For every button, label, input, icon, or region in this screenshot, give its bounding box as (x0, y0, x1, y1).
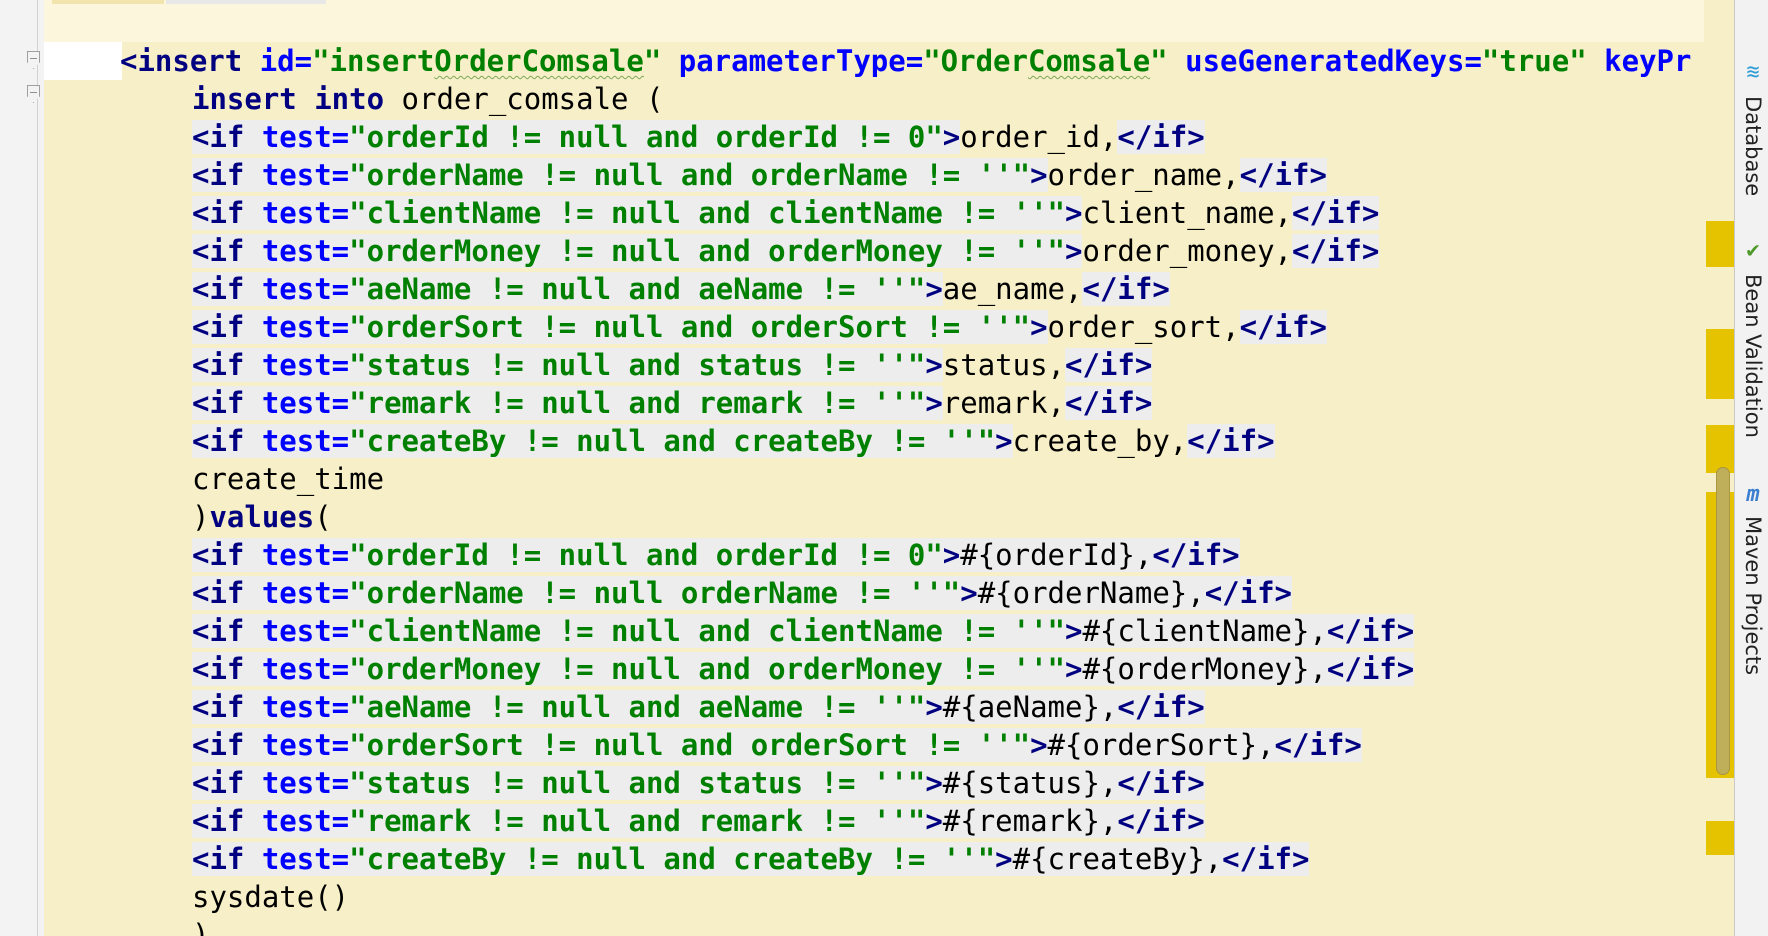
editor-gutter (0, 0, 44, 936)
current-line-highlight (44, 42, 122, 80)
tool-tab-maven-projects[interactable]: m Maven Projects (1735, 482, 1768, 682)
code-line[interactable]: insert into order_comsale ( (192, 82, 664, 116)
code-line[interactable]: <if test="createBy != null and createBy … (192, 424, 1275, 458)
code-lines[interactable]: <insert id="insertOrderComsale" paramete… (120, 42, 1691, 936)
warning-marker[interactable] (1706, 821, 1734, 855)
tool-tab-bean-validation[interactable]: ✔ Bean Validation (1735, 236, 1768, 446)
code-line[interactable]: <if test="orderId != null and orderId !=… (192, 120, 1205, 154)
code-line[interactable]: <if test="clientName != null and clientN… (192, 196, 1380, 230)
code-line[interactable]: <if test="clientName != null and clientN… (192, 614, 1415, 648)
editor-top-strip (44, 0, 1734, 42)
bean-validation-icon: ✔ (1746, 238, 1760, 263)
top-strip-mark (52, 0, 164, 4)
warning-marker[interactable] (1706, 329, 1734, 399)
database-icon: ≋ (1746, 60, 1760, 85)
tool-tab-database[interactable]: ≋ Database (1735, 58, 1768, 208)
code-line[interactable]: <if test="orderId != null and orderId !=… (192, 538, 1240, 572)
top-strip-mark-2 (166, 0, 326, 4)
maven-icon: m (1746, 482, 1760, 507)
warning-marker[interactable] (1706, 425, 1734, 473)
tool-tab-label: Database (1741, 96, 1765, 197)
code-line[interactable]: ) (192, 918, 210, 936)
code-line[interactable]: sysdate() (192, 880, 350, 914)
code-line[interactable]: <if test="status != null and status != '… (192, 766, 1205, 800)
tool-tab-label: Maven Projects (1741, 516, 1765, 676)
gutter-divider (37, 0, 38, 936)
code-line[interactable]: <insert id="insertOrderComsale" paramete… (120, 44, 1692, 78)
scrollbar-thumb[interactable] (1716, 467, 1730, 775)
code-line[interactable]: <if test="remark != null and remark != '… (192, 804, 1205, 838)
code-line[interactable]: <if test="remark != null and remark != '… (192, 386, 1153, 420)
code-line[interactable]: <if test="aeName != null and aeName != '… (192, 272, 1170, 306)
code-line[interactable]: create_time (192, 462, 385, 496)
tool-window-bar: ≋ Database ✔ Bean Validation m Maven Pro… (1734, 0, 1768, 936)
warning-marker[interactable] (1706, 221, 1734, 267)
code-editor[interactable]: <insert id="insertOrderComsale" paramete… (44, 0, 1734, 936)
code-line[interactable]: <if test="orderMoney != null and orderMo… (192, 234, 1380, 268)
fold-marker-icon[interactable] (27, 51, 40, 69)
code-line[interactable]: <if test="orderName != null and orderNam… (192, 158, 1327, 192)
code-line[interactable]: <if test="orderName != null orderName !=… (192, 576, 1293, 610)
code-line[interactable]: <if test="aeName != null and aeName != '… (192, 690, 1205, 724)
code-line[interactable]: )values( (192, 500, 332, 534)
code-line[interactable]: <if test="createBy != null and createBy … (192, 842, 1310, 876)
tool-tab-label: Bean Validation (1741, 274, 1765, 438)
fold-marker-icon[interactable] (27, 85, 40, 103)
code-line[interactable]: <if test="orderSort != null and orderSor… (192, 728, 1362, 762)
code-line[interactable]: <if test="orderSort != null and orderSor… (192, 310, 1327, 344)
code-line[interactable]: <if test="status != null and status != '… (192, 348, 1153, 382)
code-line[interactable]: <if test="orderMoney != null and orderMo… (192, 652, 1415, 686)
